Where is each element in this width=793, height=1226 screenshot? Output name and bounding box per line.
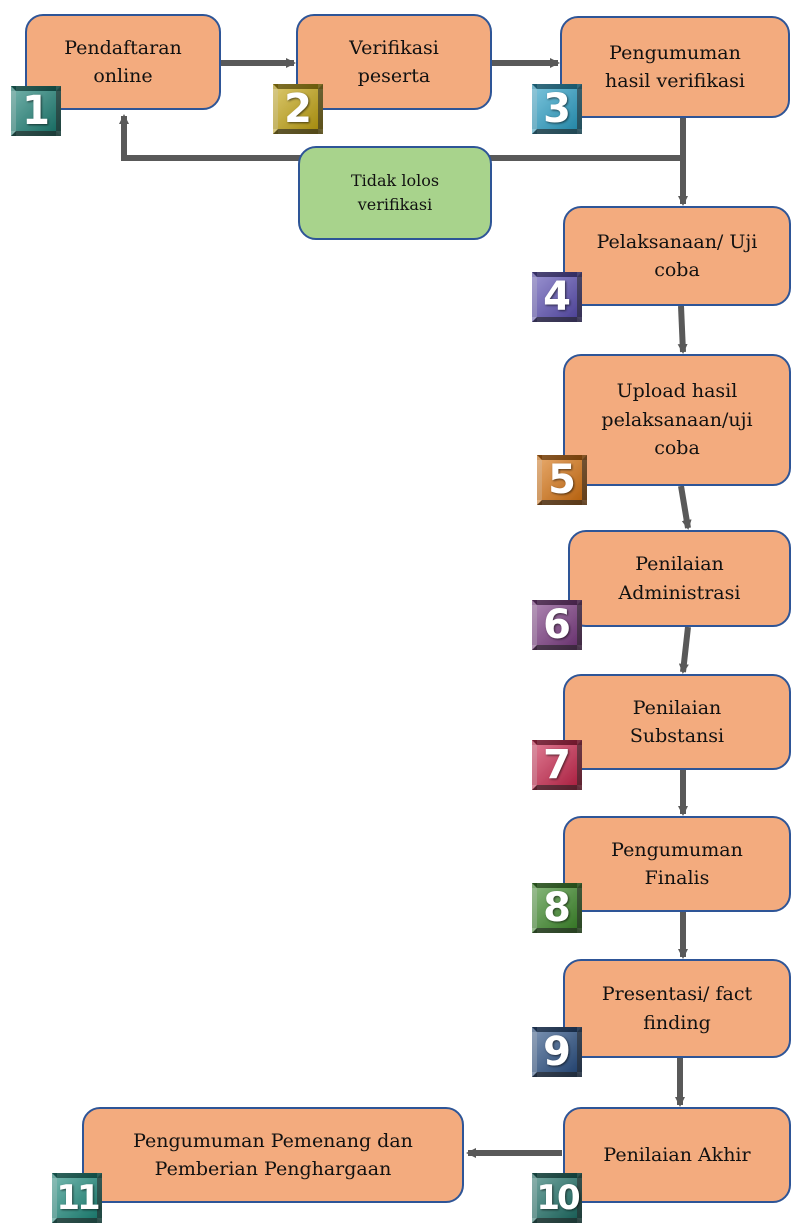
- arrow-4-5: [677, 305, 688, 354]
- step-box-2: Verifikasi peserta: [296, 14, 492, 110]
- step-badge-8: 8: [532, 883, 582, 933]
- step-label-7: Penilaian Substansi: [629, 696, 725, 748]
- arrow-5-6: [678, 485, 692, 530]
- step-badge-10: 10: [532, 1173, 582, 1223]
- step-badge-6: 6: [532, 600, 582, 650]
- step-badge-11: 11: [52, 1173, 102, 1223]
- step-badge-3: 3: [532, 84, 582, 134]
- step-badge-7: 7: [532, 740, 582, 790]
- step-box-4: Pelaksanaan/ Uji coba: [563, 206, 791, 306]
- step-box-10: Penilaian Akhir: [563, 1107, 791, 1203]
- step-label-10: Penilaian Akhir: [603, 1143, 751, 1166]
- step-badge-1: 1: [11, 86, 61, 136]
- step-badge-9: 9: [532, 1027, 582, 1077]
- arrow-6-7: [678, 626, 691, 674]
- step-label-5: Upload hasil pelaksanaan/uji coba: [601, 380, 753, 460]
- step-label-2: Verifikasi peserta: [349, 36, 439, 88]
- reject-box: Tidak lolos verifikasi: [298, 146, 492, 240]
- step-label-11: Pengumuman Pemenang dan Pemberian Pengha…: [133, 1129, 413, 1181]
- step-label-3: Pengumuman hasil verifikasi: [605, 41, 745, 93]
- step-label-6: Penilaian Administrasi: [618, 553, 741, 604]
- step-box-11: Pengumuman Pemenang dan Pemberian Pengha…: [82, 1107, 464, 1203]
- step-badge-4: 4: [532, 272, 582, 322]
- reject-label: Tidak lolos verifikasi: [350, 171, 440, 214]
- step-box-3: Pengumuman hasil verifikasi: [560, 16, 790, 118]
- arrow-reject-back: [119, 114, 683, 161]
- step-label-4: Pelaksanaan/ Uji coba: [596, 230, 758, 282]
- step-box-6: Penilaian Administrasi: [568, 530, 791, 627]
- step-label-1: Pendaftaran online: [64, 36, 182, 88]
- step-box-7: Penilaian Substansi: [563, 674, 791, 770]
- step-box-9: Presentasi/ fact finding: [563, 959, 791, 1058]
- step-label-8: Pengumuman Finalis: [611, 838, 743, 890]
- step-label-9: Presentasi/ fact finding: [601, 983, 753, 1034]
- step-box-5: Upload hasil pelaksanaan/uji coba: [563, 354, 791, 486]
- step-badge-2: 2: [273, 84, 323, 134]
- step-badge-5: 5: [537, 455, 587, 505]
- step-box-8: Pengumuman Finalis: [563, 816, 791, 912]
